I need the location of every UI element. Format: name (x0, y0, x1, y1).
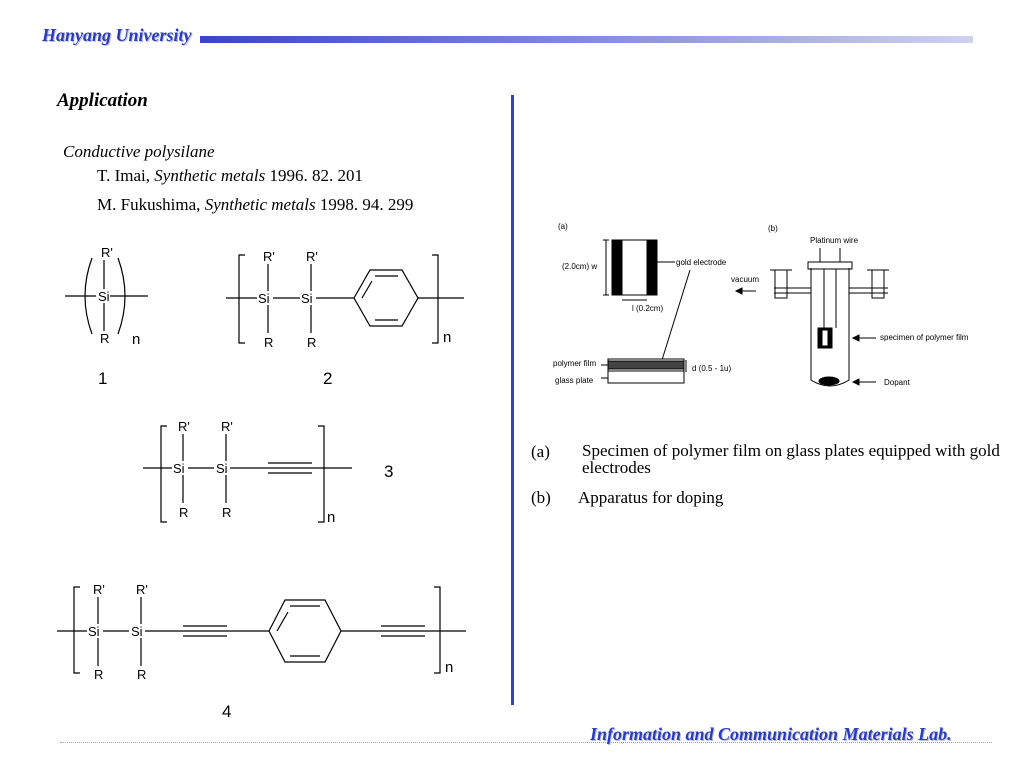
bracket-left (238, 254, 245, 344)
si-atom: Si (173, 461, 185, 476)
glass-plate-label: glass plate (555, 376, 594, 385)
ref2-journal: Synthetic metals (204, 195, 316, 214)
ref2-author: M. Fukushima, (97, 195, 205, 214)
benzene-ring (268, 599, 342, 663)
caption-b-text: Apparatus for doping (578, 488, 724, 507)
lab-name: Information and Communication Materials … (590, 724, 952, 744)
structure-label-4: 4 (222, 702, 231, 721)
slide-title: Application (57, 90, 148, 111)
r-prime-group: R' (221, 419, 233, 434)
ref1-journal: Synthetic metals (154, 166, 266, 185)
si-atom: Si (131, 624, 143, 639)
caption-a-label: (a) (531, 442, 550, 461)
r-group: R (94, 667, 103, 682)
caption-a-text: Specimen of polymer film on glass plates… (582, 441, 1000, 477)
benzene-ring (353, 269, 419, 327)
structure-1: Si R' R n 1 (65, 245, 148, 388)
r-prime-group: R' (263, 249, 275, 264)
vacuum-label: vacuum (731, 275, 759, 284)
si-atom: Si (88, 624, 100, 639)
r-group: R (264, 335, 273, 350)
r-group: R (100, 331, 109, 346)
r-prime-group: R' (306, 249, 318, 264)
r-group: R (179, 505, 188, 520)
university-name: Hanyang University (42, 25, 192, 45)
specimen-diagram (601, 239, 691, 384)
chemical-structures: Si R' R n 1 Si Si R' R' R R n 2 (57, 245, 466, 721)
repeat-n: n (327, 509, 335, 526)
platinum-wire-label: Platinum wire (810, 236, 859, 245)
structure-label-1: 1 (98, 369, 107, 388)
thickness-label: d (0.5 - 1u) (692, 364, 731, 373)
r-prime-group: R' (101, 245, 113, 260)
bracket-right (318, 425, 325, 523)
r-group: R (307, 335, 316, 350)
r-group: R (222, 505, 231, 520)
structure-3: Si Si R' R' R R n 3 (143, 419, 393, 526)
structure-label-2: 2 (323, 369, 332, 388)
r-prime-group: R' (93, 582, 105, 597)
si-atom: Si (216, 461, 228, 476)
polymer-film-label: polymer film (553, 359, 596, 368)
apparatus-figure: (a) (b) (2.0cm) w gold electrode l (0.2c… (553, 222, 969, 387)
header-bar (200, 36, 973, 43)
caption-b-label: (b) (531, 488, 551, 507)
dopant-label: Dopant (884, 378, 911, 387)
gold-electrode-label: gold electrode (676, 258, 727, 267)
structure-2: Si Si R' R' R R n 2 (226, 249, 464, 388)
ref2-rest: 1998. 94. 299 (315, 195, 414, 214)
slide-subtitle: Conductive polysilane (63, 142, 215, 161)
r-prime-group: R' (178, 419, 190, 434)
reference-fukushima: M. Fukushima, Synthetic metals 1998. 94.… (97, 195, 413, 215)
glass-tube (810, 268, 850, 387)
si-atom: Si (98, 289, 110, 304)
width-label: (2.0cm) w (562, 262, 597, 271)
repeat-n: n (445, 659, 453, 676)
panel-a-tag: (a) (558, 222, 568, 231)
ref1-author: T. Imai, (97, 166, 155, 185)
structure-4: Si Si R' R' R R n 4 (57, 582, 466, 721)
repeat-n: n (443, 329, 451, 346)
r-group: R (137, 667, 146, 682)
length-label: l (0.2cm) (632, 304, 663, 313)
repeat-n: n (132, 331, 140, 348)
si-atom: Si (301, 291, 313, 306)
r-prime-group: R' (136, 582, 148, 597)
bracket-left (160, 425, 167, 523)
bracket-left (73, 586, 80, 674)
footer-line (60, 742, 992, 743)
si-atom: Si (258, 291, 270, 306)
divider-line (511, 95, 514, 705)
bracket-right (434, 586, 441, 674)
reference-imai: T. Imai, Synthetic metals 1996. 82. 201 (97, 166, 363, 186)
panel-b-tag: (b) (768, 224, 778, 233)
specimen-label: specimen of polymer film (880, 333, 969, 342)
structure-label-3: 3 (384, 462, 393, 481)
doping-apparatus (734, 248, 889, 387)
ref1-rest: 1996. 82. 201 (265, 166, 363, 185)
bracket-right (432, 254, 439, 344)
